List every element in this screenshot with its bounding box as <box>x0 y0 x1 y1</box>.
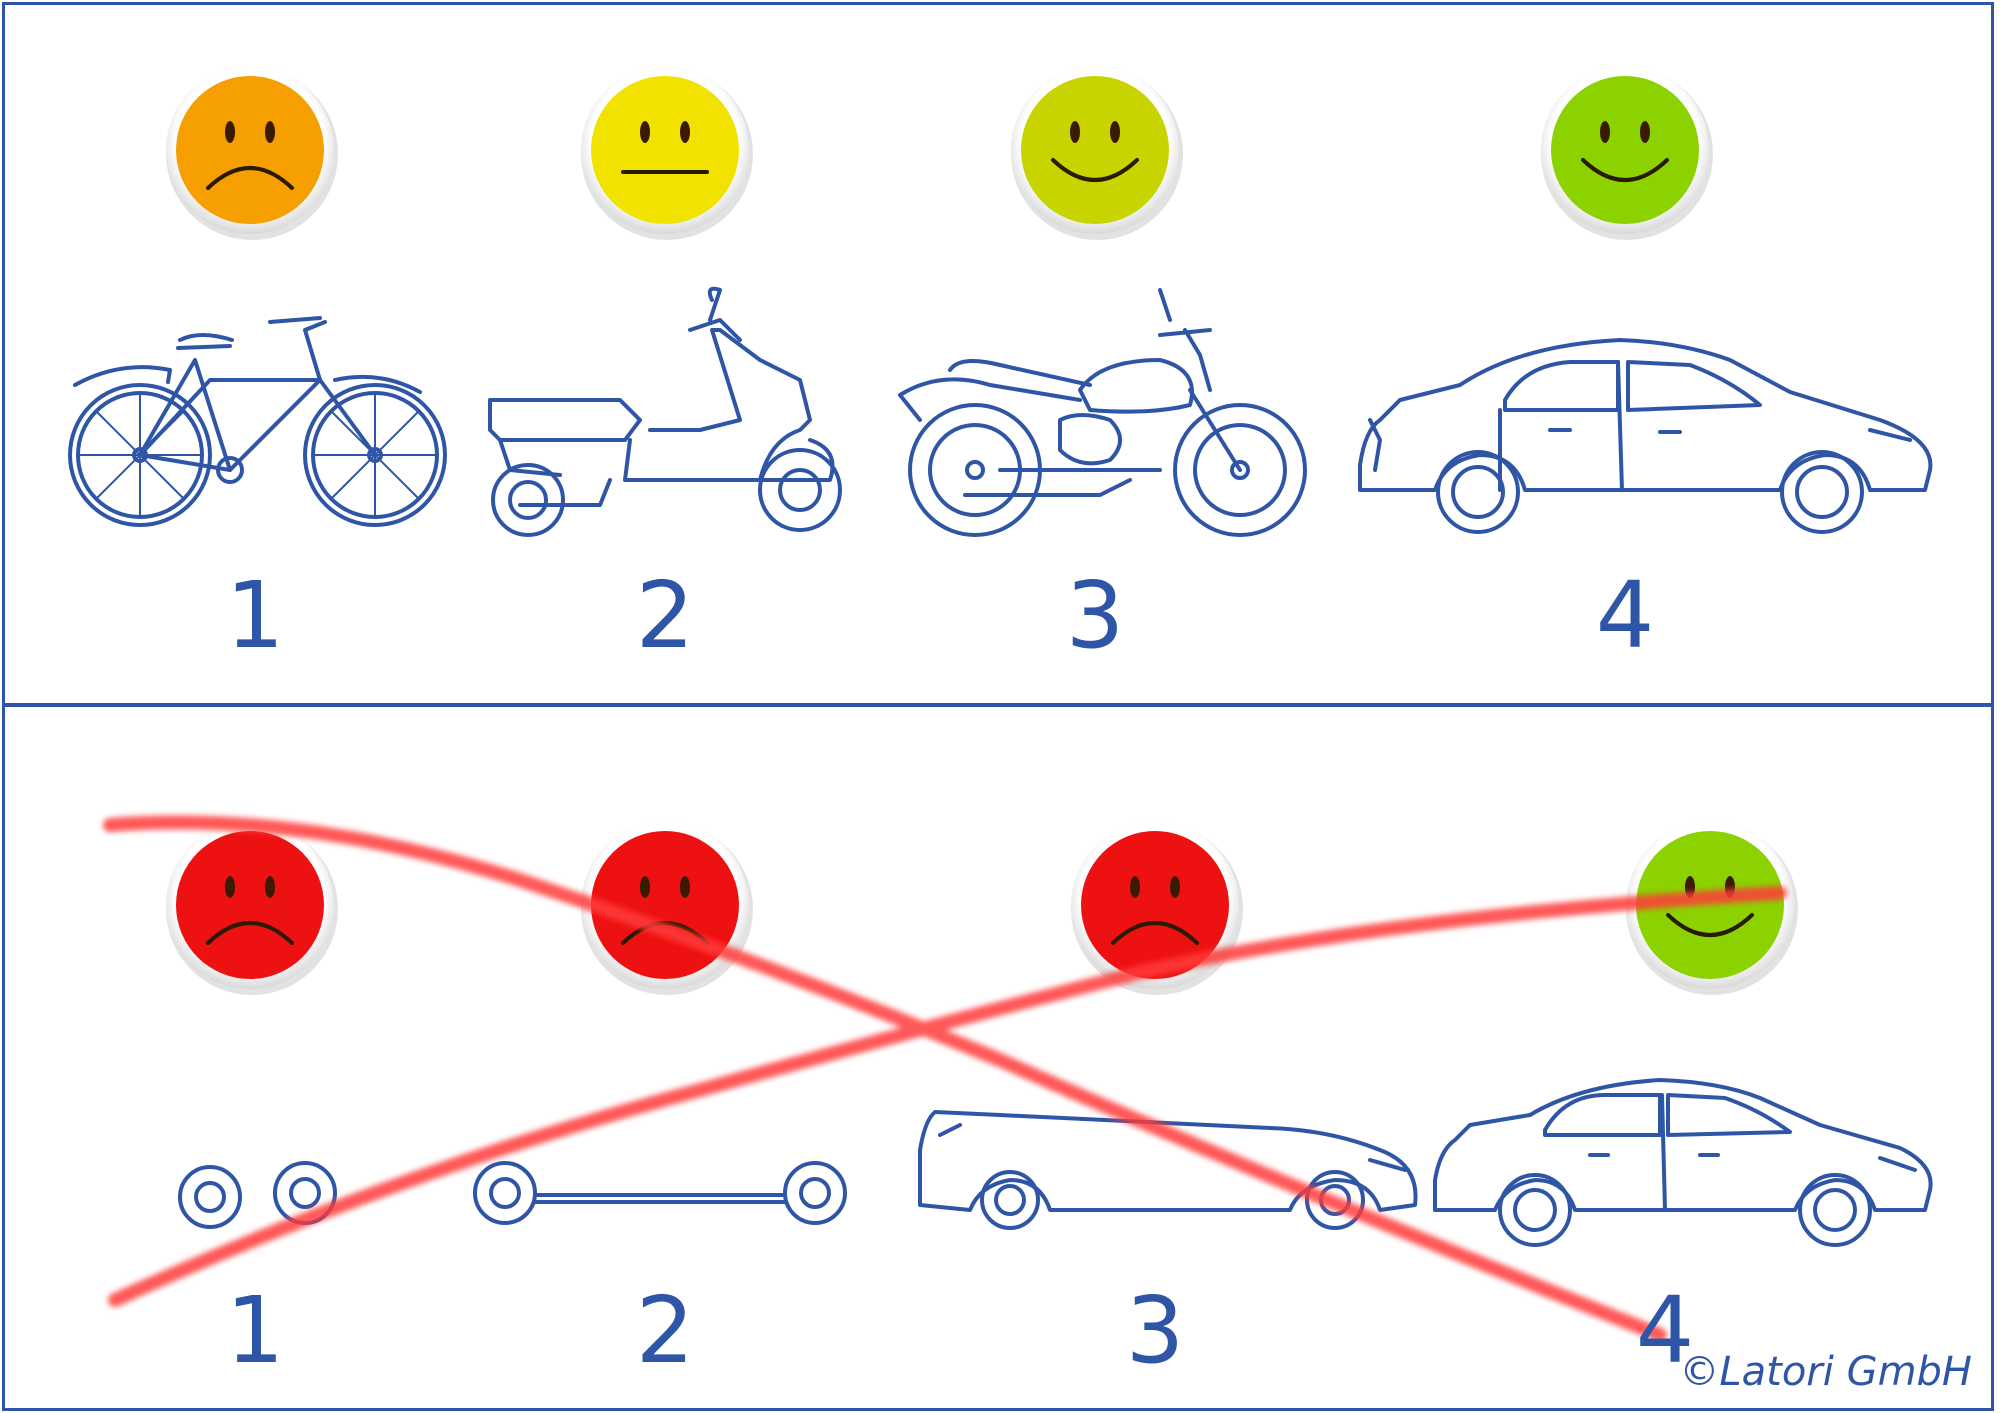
motorcycle-icon <box>898 288 1307 537</box>
smile-face-icon <box>1541 66 1713 240</box>
bicycle-icon <box>68 316 447 527</box>
number-label: 2 <box>635 1277 695 1384</box>
number-label: 3 <box>1125 1277 1185 1384</box>
number-label: 2 <box>635 562 695 669</box>
smile-face-icon <box>1011 66 1183 240</box>
cross-line-down <box>103 815 1667 1342</box>
flattened-car-icon <box>918 1110 1418 1230</box>
sad-face-icon <box>166 821 338 995</box>
number-label: 4 <box>1635 1277 1695 1384</box>
scooter-icon <box>488 286 842 537</box>
copyright-credit: ©Latori GmbH <box>1679 1349 1972 1395</box>
wheels-on-axle-icon <box>473 1161 847 1225</box>
cross-line-up <box>108 886 1787 1307</box>
number-label: 1 <box>225 1277 285 1384</box>
sad-face-icon <box>1071 821 1243 995</box>
neutral-face-icon <box>581 66 753 240</box>
number-label: 1 <box>225 562 285 669</box>
smile-face-icon <box>1626 821 1798 995</box>
number-label: 4 <box>1595 562 1655 669</box>
sad-face-icon <box>166 66 338 240</box>
car-icon <box>1433 1078 1933 1247</box>
number-label: 3 <box>1065 562 1125 669</box>
car-icon <box>1358 338 1933 534</box>
cross-mark <box>103 815 1787 1342</box>
